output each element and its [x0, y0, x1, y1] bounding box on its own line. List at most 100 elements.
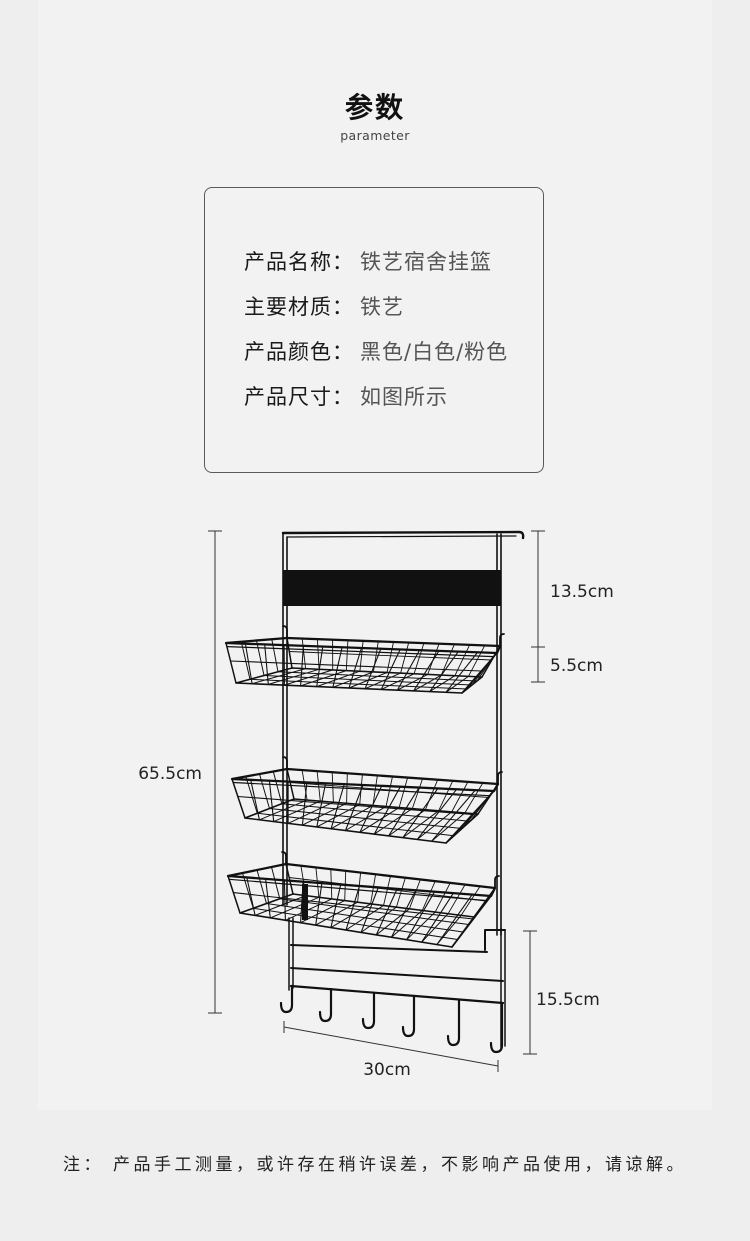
dim-line-basket-height [531, 647, 545, 683]
basket-bottom-wire [249, 678, 468, 690]
spec-value: 如图所示 [360, 385, 448, 409]
spec-row-material: 主要材质： 铁艺 [244, 285, 508, 330]
basket-back-wire [385, 776, 393, 807]
baskets [224, 625, 505, 948]
basket-corner-post [286, 768, 295, 800]
basket-front-wire [373, 786, 401, 835]
spec-value: 黑色/白色/粉色 [360, 340, 509, 364]
basket-front-wire [431, 789, 476, 842]
hook-2 [318, 987, 333, 1023]
hook-rack [279, 884, 506, 1054]
spec-row-color: 产品颜色： 黑色/白色/粉色 [244, 330, 508, 375]
basket-top-rim [226, 862, 497, 898]
basket-1 [224, 625, 505, 694]
basket-side-wire [242, 872, 254, 909]
basket-hanger-right [494, 875, 500, 889]
basket-front-wire [445, 651, 479, 693]
hook-4 [401, 994, 416, 1038]
basket-2 [230, 756, 503, 844]
spec-label: 产品颜色： [244, 340, 354, 364]
hook-rack-bar-upper [290, 944, 488, 953]
basket-back-wire [451, 781, 469, 813]
dim-line-width [283, 1021, 499, 1072]
basket-front-wire [301, 781, 308, 826]
basket-front-wire [406, 891, 436, 941]
basket-front-wire [360, 886, 379, 933]
basket-corner-post [225, 642, 237, 684]
spec-value: 铁艺 [360, 295, 404, 319]
basket-corner-post [285, 863, 294, 895]
spec-label: 产品尺寸： [244, 385, 354, 409]
basket-hanger-left [282, 625, 288, 639]
basket-front-wire [300, 645, 304, 687]
dim-label-hook-section: 15.5cm [536, 990, 600, 1010]
basket-front-wire [390, 889, 417, 938]
basket-front-wire [264, 643, 269, 685]
basket-corner-post [445, 790, 495, 844]
basket-back-wire [464, 782, 484, 814]
basket-top-rim [230, 767, 500, 793]
page-title: 参数 [344, 91, 405, 124]
measurement-note: 注： 产品手工测量，或许存在稍许误差，不影响产品使用，请谅解。 [63, 1155, 687, 1175]
spec-value: 铁艺宿舍挂篮 [360, 250, 492, 274]
basket-corner-post [231, 778, 246, 819]
hook-rack-bar-middle [290, 967, 504, 982]
basket-front-wire [246, 876, 256, 916]
spec-box: 产品名称： 铁艺宿舍挂篮 主要材质： 铁艺 产品颜色： 黑色/白色/粉色 产品尺… [204, 187, 544, 473]
spec-label: 主要材质： [244, 295, 354, 319]
basket-front-wire [380, 648, 401, 690]
basket-bottom-rim [235, 667, 483, 694]
dim-label-top-section: 13.5cm [550, 582, 614, 602]
basket-front-wire [237, 795, 473, 815]
basket-side-wire [256, 869, 267, 904]
basket-back-wire [395, 877, 406, 908]
basket-front-wire [348, 647, 363, 689]
basket-side-wire [272, 771, 283, 805]
basket-front-wire [232, 892, 474, 920]
basket-front-wire [316, 646, 324, 688]
rack-illustration [224, 530, 525, 1054]
content-panel [38, 0, 712, 1110]
basket-bottom-rim [239, 893, 475, 948]
basket-back-wire [424, 779, 439, 811]
basket-back-wire [288, 651, 493, 661]
hook-3 [361, 991, 376, 1030]
basket-side-wire [245, 776, 258, 814]
product-dimension-diagram: 65.5cm 13.5cm 5.5cm 15.5cm 30cm [138, 530, 614, 1080]
basket-front-wire [429, 651, 459, 693]
basket-hanger-right [499, 633, 505, 647]
spec-row-product-name: 产品名称： 铁艺宿舍挂篮 [244, 240, 508, 285]
basket-corner-post [227, 875, 241, 914]
basket-corner-post [461, 652, 498, 694]
basket-front-wire [436, 894, 473, 946]
basket-front-rim-inner [226, 645, 495, 658]
basket-back-wire [467, 644, 486, 677]
dim-label-total-height: 65.5cm [138, 764, 202, 784]
dim-line-total-height [208, 530, 222, 1014]
basket-hanger-left [282, 756, 288, 770]
basket-side-wire [256, 640, 265, 676]
basket-front-wire [345, 885, 361, 931]
basket-top-rim [224, 636, 502, 655]
basket-front-wire [344, 784, 364, 832]
hook-1 [279, 984, 294, 1014]
basket-front-wire [364, 648, 382, 690]
hook-5 [446, 998, 461, 1047]
basket-bottom-wire [256, 812, 455, 837]
back-panel [283, 570, 501, 606]
top-hanging-bar-lower-edge [286, 535, 517, 538]
dim-line-top-section [531, 530, 545, 648]
basket-bottom-wire [279, 898, 469, 925]
hook-rack-clip [302, 884, 308, 920]
basket-back-wire [383, 875, 391, 906]
basket-front-wire [402, 787, 439, 839]
hook-rack-rail [289, 984, 505, 1005]
hook-rack-left-upright [288, 917, 294, 991]
basket-back-wire [316, 770, 321, 802]
basket-front-wire [330, 884, 342, 929]
basket-bottom-wire [281, 803, 471, 822]
basket-bottom-wire [277, 671, 478, 682]
basket-front-wire [330, 783, 345, 830]
basket-bottom-wire [266, 903, 464, 933]
